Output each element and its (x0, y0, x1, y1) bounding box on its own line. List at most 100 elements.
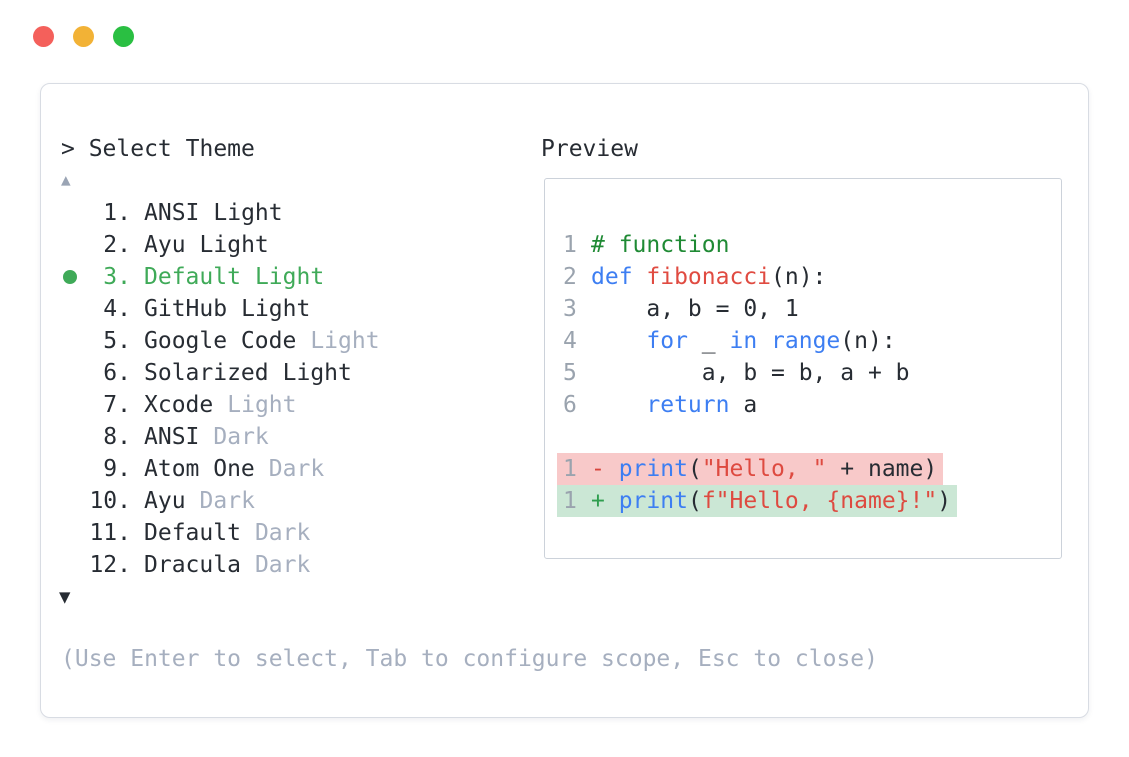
theme-number: 11. (89, 520, 131, 546)
theme-option-ayu-dark[interactable]: 10. Ayu Dark (61, 485, 380, 517)
theme-option-default-light[interactable]: 3. Default Light (61, 261, 380, 293)
marker-cell (61, 206, 89, 220)
marker-cell (61, 526, 89, 540)
line-number: 2 (563, 264, 577, 290)
theme-label: Ayu Light (144, 232, 269, 258)
theme-variant: Light (241, 296, 311, 322)
theme-number: 9. (103, 456, 131, 482)
marker-cell (61, 558, 89, 572)
theme-label: ANSI Dark (144, 424, 269, 450)
theme-variant: Light (199, 232, 269, 258)
theme-option-atom-one-dark[interactable]: 9. Atom One Dark (61, 453, 380, 485)
marker-cell (61, 302, 89, 316)
marker-cell (61, 334, 89, 348)
theme-label: Dracula Dark (144, 552, 310, 578)
diff-removed-highlight: 1- print("Hello, " + name) (557, 453, 944, 485)
marker-cell (61, 398, 89, 412)
theme-variant: Dark (213, 424, 269, 450)
theme-option-ansi-light[interactable]: 1. ANSI Light (61, 197, 380, 229)
diff-minus-sign: - (591, 456, 619, 482)
theme-label: ANSI Light (144, 200, 283, 226)
theme-number: 6. (103, 360, 131, 386)
code-line-1: 1# function (563, 229, 957, 261)
code-line-3: 3 a, b = 0, 1 (563, 293, 957, 325)
select-theme-prompt: > Select Theme (61, 136, 255, 162)
theme-name: GitHub (144, 296, 228, 322)
theme-number: 7. (103, 392, 131, 418)
theme-name: ANSI (144, 424, 200, 450)
line-number: 1 (563, 232, 577, 258)
theme-variant: Light (213, 200, 283, 226)
line-number: 6 (563, 392, 577, 418)
theme-variant: Dark (254, 520, 311, 546)
theme-name: Google Code (144, 328, 297, 354)
minimize-window-icon[interactable] (73, 26, 94, 47)
theme-name: Dracula (144, 552, 241, 578)
theme-option-default-dark[interactable]: 11. Default Dark (61, 517, 380, 549)
theme-label: Ayu Dark (144, 488, 255, 514)
code-blank-line (563, 421, 957, 453)
diff-plus-sign: + (591, 488, 619, 514)
marker-cell (61, 270, 89, 284)
theme-name: Ayu (144, 488, 186, 514)
theme-name: ANSI (144, 200, 200, 226)
theme-variant: Dark (254, 552, 311, 578)
theme-variant: Light (254, 264, 325, 290)
theme-name: Solarized (144, 360, 269, 386)
window-controls (33, 26, 134, 47)
theme-number: 4. (103, 296, 131, 322)
diff-added-line: 1+ print(f"Hello, {name}!") (557, 485, 958, 517)
theme-number: 2. (103, 232, 131, 258)
theme-option-solarized-light[interactable]: 6. Solarized Light (61, 357, 380, 389)
preview-title: Preview (541, 136, 638, 162)
scroll-up-icon[interactable]: ▲ (61, 170, 71, 189)
diff-added-highlight: 1+ print(f"Hello, {name}!") (557, 485, 958, 517)
theme-variant: Dark (199, 488, 255, 514)
theme-label: GitHub Light (144, 296, 310, 322)
marker-cell (61, 462, 89, 476)
theme-variant: Light (227, 392, 297, 418)
code-line-5: 5 a, b = b, a + b (563, 357, 957, 389)
keyboard-hints: (Use Enter to select, Tab to configure s… (61, 646, 878, 672)
marker-cell (61, 430, 89, 444)
line-number: 4 (563, 328, 577, 354)
theme-name: Atom One (144, 456, 255, 482)
code-line-6: 6 return a (563, 389, 957, 421)
theme-number: 1. (103, 200, 131, 226)
theme-number: 10. (89, 488, 131, 514)
theme-number: 3. (103, 264, 131, 290)
close-window-icon[interactable] (33, 26, 54, 47)
theme-name: Default (144, 520, 241, 546)
theme-name: Default (144, 264, 241, 290)
line-number: 1 (563, 456, 577, 482)
code-line-4: 4 for _ in range(n): (563, 325, 957, 357)
theme-number: 12. (89, 552, 131, 578)
theme-option-dracula-dark[interactable]: 12. Dracula Dark (61, 549, 380, 581)
theme-variant: Dark (268, 456, 325, 482)
theme-variant: Light (282, 360, 352, 386)
theme-label: Default Light (144, 264, 324, 290)
theme-option-ayu-light[interactable]: 2. Ayu Light (61, 229, 380, 261)
theme-option-xcode-light[interactable]: 7. Xcode Light (61, 389, 380, 421)
marker-cell (61, 494, 89, 508)
theme-label: Atom One Dark (144, 456, 324, 482)
theme-name: Xcode (144, 392, 214, 418)
marker-cell (61, 238, 89, 252)
diff-removed-line: 1- print("Hello, " + name) (557, 453, 957, 485)
theme-label: Solarized Light (144, 360, 352, 386)
line-number: 1 (563, 488, 577, 514)
theme-label: Xcode Light (144, 392, 297, 418)
scroll-down-icon[interactable]: ▼ (59, 586, 71, 608)
theme-variant: Light (310, 328, 380, 354)
theme-name: Ayu (144, 232, 186, 258)
zoom-window-icon[interactable] (113, 26, 134, 47)
theme-option-github-light[interactable]: 4. GitHub Light (61, 293, 380, 325)
theme-label: Google Code Light (144, 328, 380, 354)
selected-indicator-dot (63, 270, 77, 284)
